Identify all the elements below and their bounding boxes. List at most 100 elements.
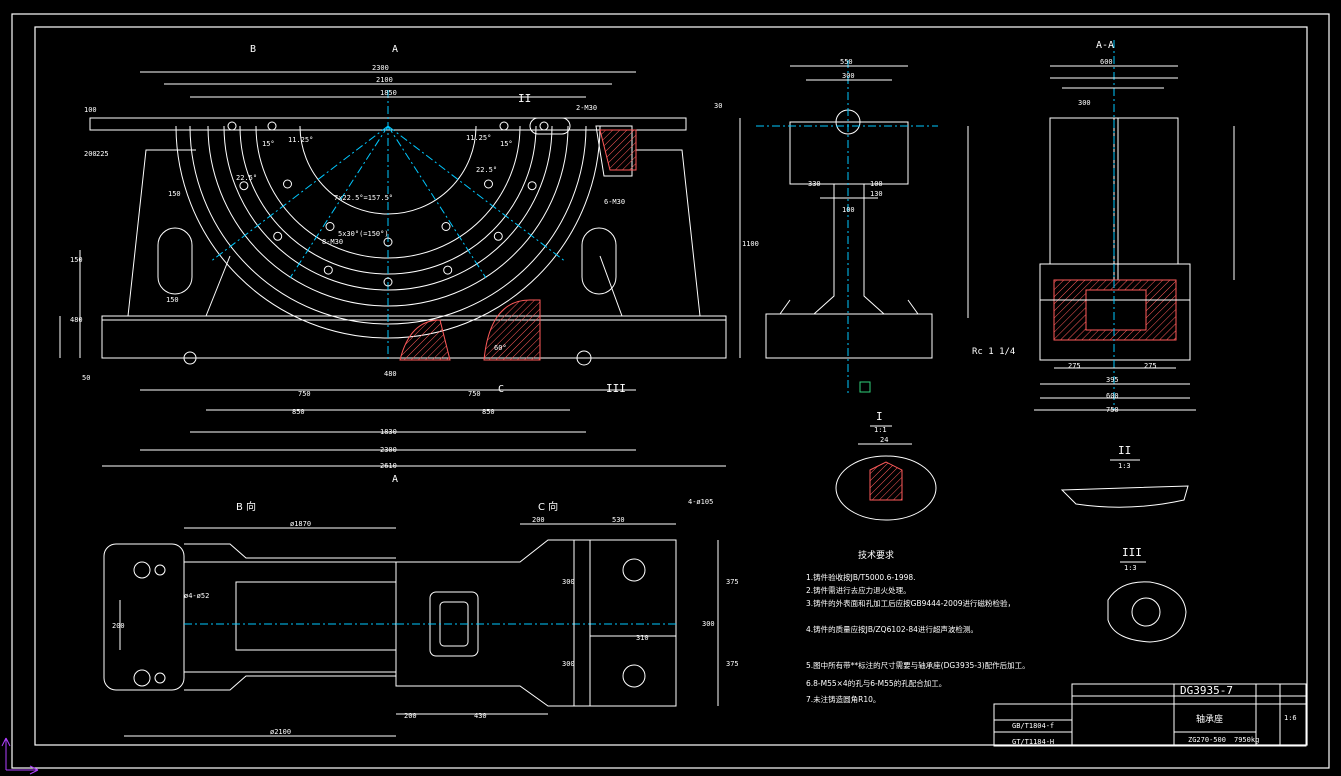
view-c-dim-375-a: 375 bbox=[726, 578, 739, 586]
material: ZG270-500 bbox=[1188, 736, 1226, 744]
view-c-dim-300-c: 300 bbox=[702, 620, 715, 628]
section-aa-view bbox=[967, 40, 1235, 411]
dim-750-left: 750 bbox=[298, 390, 311, 398]
dim-1830: 1830 bbox=[380, 428, 397, 436]
title-block bbox=[993, 683, 1307, 747]
bolt-hole bbox=[273, 231, 283, 241]
angle-60: 60° bbox=[494, 344, 507, 352]
dim-750-right: 750 bbox=[468, 390, 481, 398]
requirement-item: 3.铸件的外表面和孔加工后应按GB9444-2009进行磁粉检验， bbox=[806, 598, 1015, 608]
main-view bbox=[59, 71, 741, 467]
view-b-note: ø4-ø52 bbox=[184, 592, 209, 600]
dim-850-right: 850 bbox=[482, 408, 495, 416]
bolt-hole bbox=[227, 121, 237, 131]
bolt-hole bbox=[484, 179, 493, 189]
bolt-hole bbox=[267, 121, 277, 131]
detail-i bbox=[835, 425, 937, 521]
view-c-dim-375-b: 375 bbox=[726, 660, 739, 668]
bolt-hole bbox=[383, 237, 393, 247]
angle-11-right: 11.25° bbox=[466, 134, 491, 142]
inner-frame bbox=[34, 26, 1308, 746]
side-dim-100b: 100 bbox=[870, 180, 883, 188]
section-mark-a-bottom: A bbox=[392, 474, 398, 485]
aa-dim-275-l: 275 bbox=[1068, 362, 1081, 370]
dim-overall-top: 2300 bbox=[372, 64, 389, 72]
view-c bbox=[395, 523, 719, 715]
view-b-dim-1870: ø1870 bbox=[290, 520, 311, 528]
angle-15-right: 15° bbox=[500, 140, 513, 148]
note-2-m30: 2-M30 bbox=[576, 104, 597, 112]
bolt-hole bbox=[527, 181, 537, 191]
angle-22-left: 22.5° bbox=[236, 174, 257, 182]
dim-200: 200 bbox=[84, 150, 97, 158]
section-aa-title: A-A bbox=[1096, 40, 1114, 51]
requirement-item: 5.图中所有带**标注的尺寸需要与轴承座(DG3935-3)配作后加工。 bbox=[806, 660, 1030, 670]
dim-850-left: 850 bbox=[292, 408, 305, 416]
view-c-dim-300-a: 300 bbox=[562, 578, 575, 586]
dim-150-b: 150 bbox=[70, 256, 83, 264]
bolt-hole bbox=[499, 121, 509, 131]
technical-requirements: 技术要求 1.铸件验收按JB/T5000.6-1998. 2.铸件需进行去应力退… bbox=[806, 549, 1030, 704]
dim-2610: 2610 bbox=[380, 462, 397, 470]
view-c-note: 4-ø105 bbox=[688, 498, 713, 506]
detail-mark-iii: III bbox=[606, 382, 626, 395]
note-angle-sum-2: 5x30°(=150°) bbox=[338, 230, 389, 238]
bolt-hole bbox=[239, 181, 249, 191]
side-dim-100: 100 bbox=[842, 206, 855, 214]
dim-1100: 1100 bbox=[742, 240, 759, 248]
scale: 1:6 bbox=[1284, 714, 1297, 722]
bolt-hole bbox=[283, 179, 292, 189]
dim-50: 50 bbox=[82, 374, 90, 382]
detail-ii-scale: 1:3 bbox=[1118, 462, 1131, 470]
side-dim-550: 550 bbox=[840, 58, 853, 66]
note-8-m30: 8-M30 bbox=[322, 238, 343, 246]
view-b bbox=[103, 527, 397, 737]
bolt-hole bbox=[383, 277, 393, 287]
note-angle-sum-1: 7x22.5°=157.5° bbox=[334, 194, 393, 202]
view-c-dim-310: 310 bbox=[636, 634, 649, 642]
drawing-number: DG3935-7 bbox=[1180, 684, 1233, 697]
view-b-dim-200: 200 bbox=[112, 622, 125, 630]
angle-11-left: 11.25° bbox=[288, 136, 313, 144]
view-c-dim-200-top: 200 bbox=[532, 516, 545, 524]
aa-dim-750: 750 bbox=[1106, 406, 1119, 414]
ucs-icon bbox=[1, 737, 39, 775]
std-left-2: GT/T1184-H bbox=[1012, 738, 1054, 746]
requirement-item: 1.铸件验收按JB/T5000.6-1998. bbox=[806, 572, 916, 582]
view-b-title: B 向 bbox=[236, 500, 256, 513]
weight: 7950kg bbox=[1234, 736, 1259, 744]
aa-dim-300: 300 bbox=[1078, 99, 1091, 107]
section-mark-c: C bbox=[498, 384, 504, 395]
detail-iii-title: III bbox=[1122, 546, 1142, 559]
dim-2300-bottom: 2300 bbox=[380, 446, 397, 454]
part-name: 轴承座 bbox=[1196, 713, 1223, 725]
bolt-hole bbox=[323, 265, 333, 275]
bolt-hole bbox=[493, 231, 503, 241]
requirement-item: 6.8-M55×4的孔与6-M55的孔配合加工。 bbox=[806, 678, 946, 688]
dim-30: 30 bbox=[714, 102, 722, 110]
aa-dim-395: 395 bbox=[1106, 376, 1119, 384]
aa-dim-600: 600 bbox=[1100, 58, 1113, 66]
dim-1850-top: 1850 bbox=[380, 89, 397, 97]
dim-480-left: 480 bbox=[70, 316, 83, 324]
bolt-hole bbox=[325, 222, 335, 231]
section-mark-a-top: A bbox=[392, 44, 398, 55]
dim-480-mid: 480 bbox=[384, 370, 397, 378]
side-dim-330: 330 bbox=[808, 180, 821, 188]
dim-100: 100 bbox=[84, 106, 97, 114]
dim-150-c: 150 bbox=[168, 190, 181, 198]
requirement-item: 2.铸件需进行去应力退火处理。 bbox=[806, 585, 911, 595]
side-view bbox=[756, 60, 938, 395]
aa-dim-275-r: 275 bbox=[1144, 362, 1157, 370]
aa-dim-600-b: 600 bbox=[1106, 392, 1119, 400]
std-left-1: GB/T1804-f bbox=[1012, 722, 1054, 730]
dim-225: 225 bbox=[96, 150, 109, 158]
detail-ii-title: II bbox=[1118, 444, 1131, 457]
bolt-hole bbox=[443, 265, 453, 275]
bolt-hole bbox=[539, 121, 549, 131]
requirement-item: 7.未注铸造圆角R10。 bbox=[806, 694, 880, 704]
note-6-m30: 6-M30 bbox=[604, 198, 625, 206]
outer-frame bbox=[11, 13, 1330, 769]
requirement-item: 4.铸件的质量应按JB/ZQ6102-84进行超声波检测。 bbox=[806, 624, 978, 634]
